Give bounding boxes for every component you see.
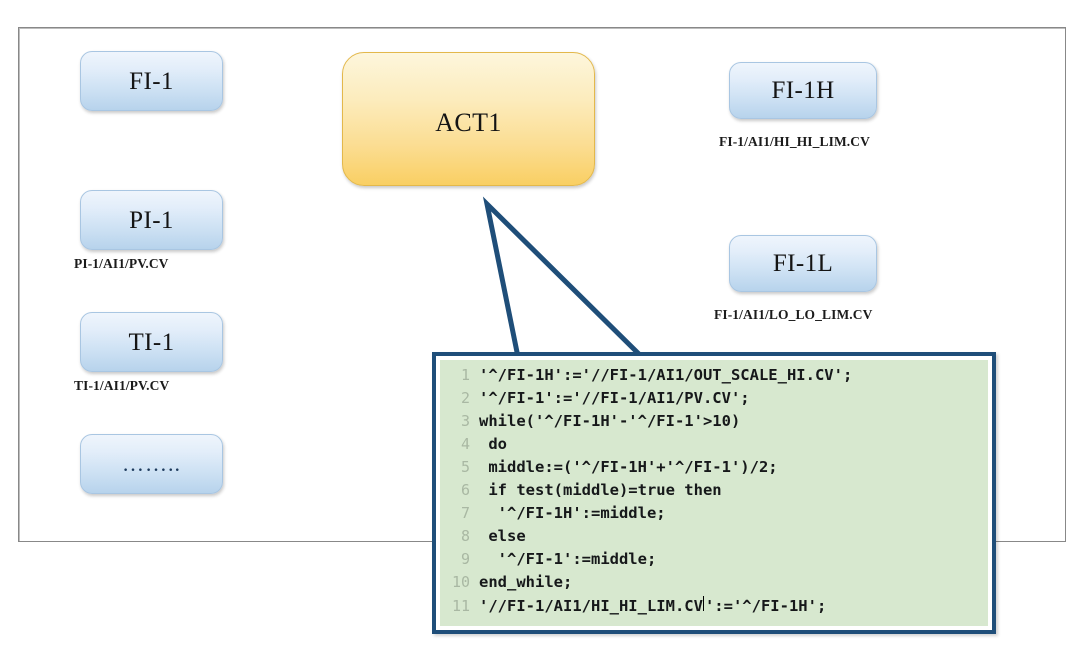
node-pi-1[interactable]: PI-1 <box>80 190 223 250</box>
tag-ti-1: TI-1/AI1/PV.CV <box>74 378 170 393</box>
node-act1-label: ACT1 <box>435 108 502 137</box>
node-fi-1l-label: FI-1L <box>772 250 834 277</box>
code-line-text: '//FI-1/AI1/HI_HI_LIM.CV <box>479 597 703 615</box>
code-line: 8 else <box>440 527 988 550</box>
tag-fi-1h: FI-1/AI1/HI_HI_LIM.CV <box>719 134 870 149</box>
line-number: 2 <box>460 389 470 407</box>
line-number: 4 <box>460 435 470 453</box>
code-line-text: '^/FI-1':='//FI-1/AI1/PV.CV'; <box>479 389 750 407</box>
code-line-text: else <box>479 527 526 545</box>
code-line-text: '^/FI-1H':='//FI-1/AI1/OUT_SCALE_HI.CV'; <box>479 366 853 384</box>
code-editor-area[interactable]: 1 '^/FI-1H':='//FI-1/AI1/OUT_SCALE_HI.CV… <box>440 360 988 626</box>
code-line-active: 11 '//FI-1/AI1/HI_HI_LIM.CV ':='^/FI-1H'… <box>440 596 988 619</box>
line-number: 10 <box>451 573 470 591</box>
code-line: 5 middle:=('^/FI-1H'+'^/FI-1')/2; <box>440 458 988 481</box>
node-more-label: …….. <box>122 451 181 476</box>
code-callout-panel[interactable]: 1 '^/FI-1H':='//FI-1/AI1/OUT_SCALE_HI.CV… <box>432 352 996 634</box>
tag-fi-1l: FI-1/AI1/LO_LO_LIM.CV <box>714 307 873 322</box>
line-number: 8 <box>460 527 470 545</box>
code-line-text: '^/FI-1H':=middle; <box>479 504 666 522</box>
node-fi-1h-label: FI-1H <box>771 77 835 104</box>
tag-pi-1: PI-1/AI1/PV.CV <box>74 256 169 271</box>
code-line: 6 if test(middle)=true then <box>440 481 988 504</box>
code-line: 1 '^/FI-1H':='//FI-1/AI1/OUT_SCALE_HI.CV… <box>440 366 988 389</box>
node-ti-1[interactable]: TI-1 <box>80 312 223 372</box>
line-number: 6 <box>460 481 470 499</box>
node-fi-1[interactable]: FI-1 <box>80 51 223 111</box>
node-fi-1-label: FI-1 <box>129 67 174 95</box>
code-line: 10 end_while; <box>440 573 988 596</box>
line-number: 5 <box>460 458 470 476</box>
node-act1[interactable]: ACT1 <box>342 52 595 186</box>
node-more[interactable]: …….. <box>80 434 223 494</box>
code-line-text: middle:=('^/FI-1H'+'^/FI-1')/2; <box>479 458 778 476</box>
text-cursor-icon <box>703 596 705 611</box>
line-number: 3 <box>460 412 470 430</box>
node-fi-1h[interactable]: FI-1H <box>729 62 877 119</box>
code-line: 4 do <box>440 435 988 458</box>
line-number: 9 <box>460 550 470 568</box>
code-line: 7 '^/FI-1H':=middle; <box>440 504 988 527</box>
code-line: 2 '^/FI-1':='//FI-1/AI1/PV.CV'; <box>440 389 988 412</box>
node-ti-1-label: TI-1 <box>128 328 175 356</box>
code-line-text-after-cursor: ':='^/FI-1H'; <box>704 597 827 615</box>
code-line: 3 while('^/FI-1H'-'^/FI-1'>10) <box>440 412 988 435</box>
code-line-text: do <box>479 435 507 453</box>
code-line-text: end_while; <box>479 573 573 591</box>
node-fi-1l[interactable]: FI-1L <box>729 235 877 292</box>
code-line-text: if test(middle)=true then <box>479 481 722 499</box>
code-line: 9 '^/FI-1':=middle; <box>440 550 988 573</box>
code-line-text: while('^/FI-1H'-'^/FI-1'>10) <box>479 412 741 430</box>
line-number: 11 <box>451 597 470 615</box>
code-line-text: '^/FI-1':=middle; <box>479 550 657 568</box>
line-number: 7 <box>460 504 470 522</box>
node-pi-1-label: PI-1 <box>129 206 174 234</box>
line-number: 1 <box>460 366 470 384</box>
